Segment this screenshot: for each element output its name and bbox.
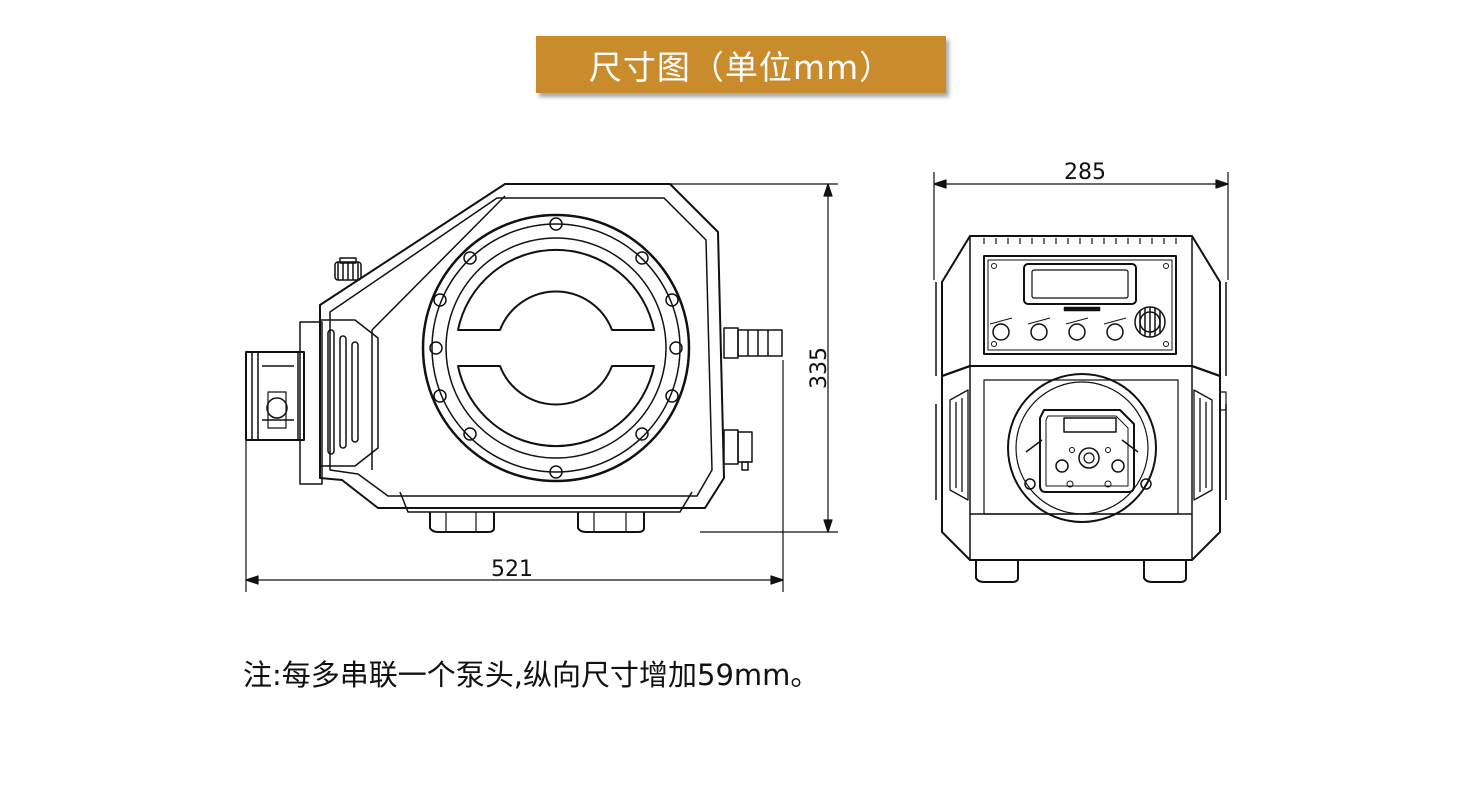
- side-foot-right: [577, 512, 645, 533]
- side-top-knob: [334, 257, 362, 281]
- front-view: [935, 235, 1227, 583]
- front-control-panel: [983, 255, 1177, 355]
- side-vent-slots: [327, 329, 359, 455]
- front-lcd-display: [1023, 263, 1137, 305]
- front-side-vents: [935, 282, 1227, 501]
- side-inlet-fitting: [723, 429, 753, 471]
- side-body-inner: [329, 197, 713, 497]
- side-width-label: 521: [491, 557, 533, 582]
- front-dimension-lines: [933, 172, 1229, 280]
- front-speed-knob: [1134, 306, 1166, 338]
- side-outlet-fitting: [723, 327, 783, 359]
- side-vent-panel: [319, 319, 379, 467]
- side-left-connector: [245, 321, 323, 485]
- rotor-upper-arc: [457, 248, 655, 331]
- pump-head-ring-outer: [421, 213, 691, 483]
- rotor-lower-arc: [457, 365, 655, 448]
- side-bottom-plate: [399, 491, 693, 513]
- front-foot-right: [1143, 560, 1187, 583]
- side-foot-left: [429, 512, 495, 533]
- page-title: 尺寸图（单位mm）: [588, 47, 894, 87]
- footnote: 注:每多串联一个泵头,纵向尺寸增加59mm。: [243, 658, 820, 692]
- front-pump-label: [1063, 417, 1117, 433]
- side-top-face: [371, 195, 506, 331]
- side-height-label: 335: [807, 347, 832, 389]
- title-banner: 尺寸图（单位mm）: [536, 36, 946, 93]
- front-pump-head-body: [1039, 409, 1135, 493]
- side-view: [245, 183, 783, 533]
- front-top-vents: [983, 238, 1177, 244]
- front-lower-outline: [941, 365, 1221, 561]
- front-width-label: 285: [1064, 160, 1106, 185]
- front-foot-left: [975, 560, 1019, 583]
- front-pump-head: [1007, 373, 1157, 523]
- side-body-outline: [319, 183, 725, 509]
- side-dimension-lines: [245, 183, 838, 592]
- front-control-buttons: [989, 317, 1127, 341]
- ring-bolts: [429, 217, 683, 479]
